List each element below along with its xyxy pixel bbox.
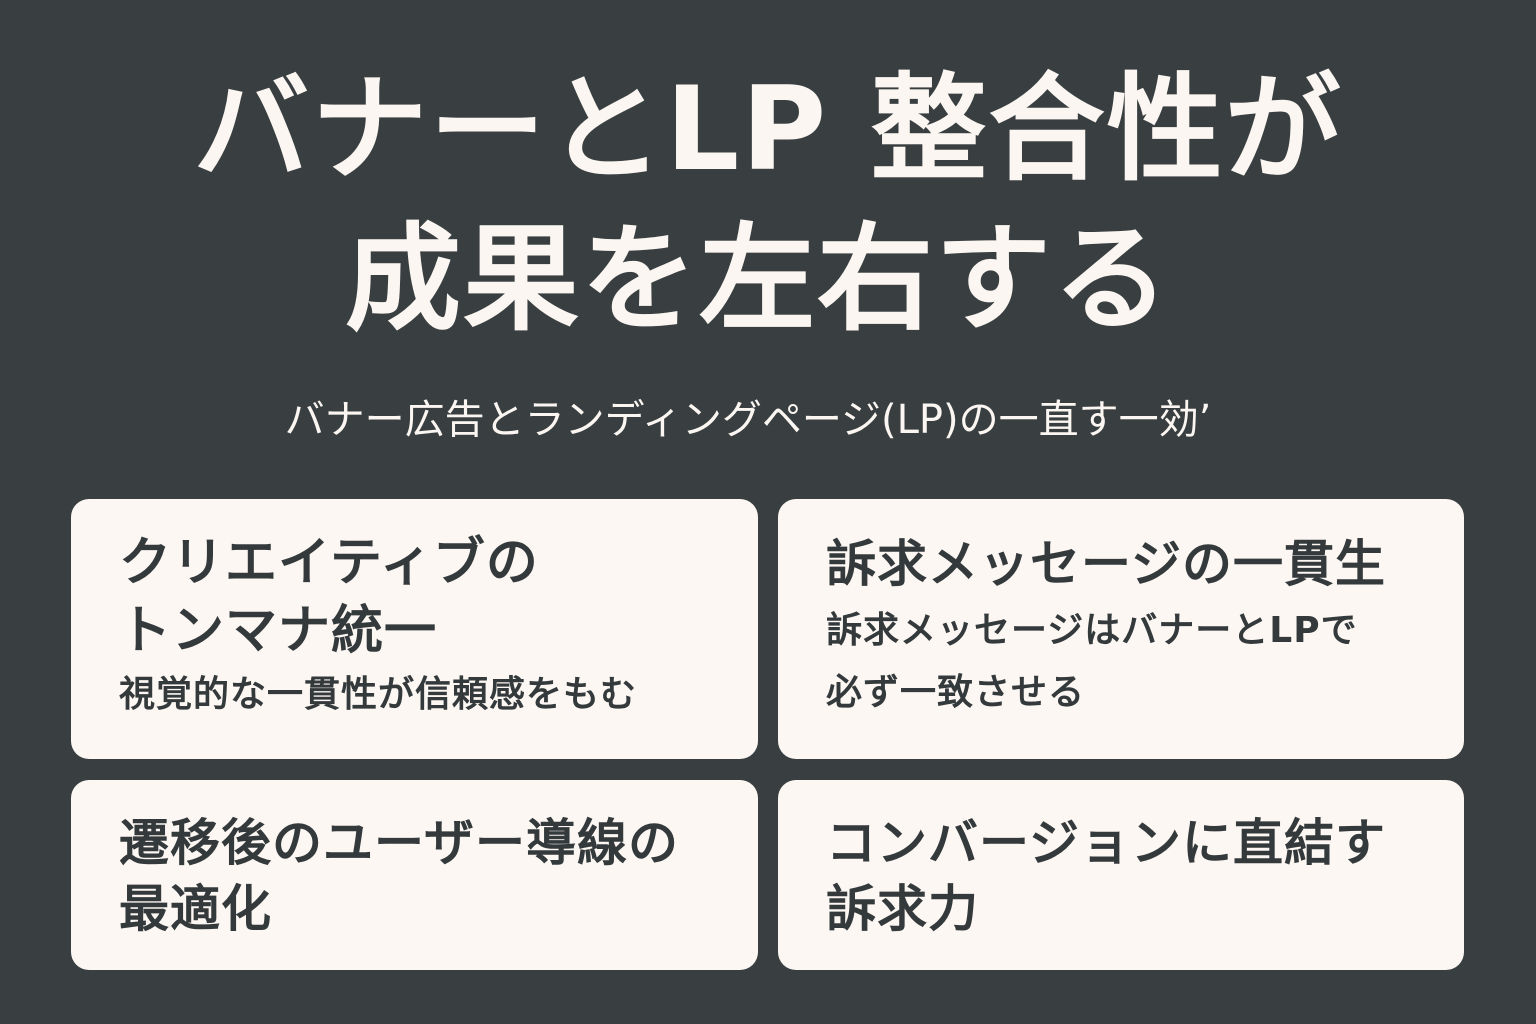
card-title-line-1: クリエイティブの <box>119 533 539 593</box>
card-description-line-1: 訴求メッセージはバナーとLPで <box>826 610 1358 651</box>
card-title-line-1: コンバージョンに直結す <box>826 814 1386 872</box>
card-title-line-2: 最適化 <box>119 880 272 938</box>
card-title-line-1: 遷移後のユーザー導線の <box>119 814 679 872</box>
card-user-flow-optimization: 遷移後のユーザー導線の 最適化 <box>71 780 758 970</box>
card-title-line-2: 訴求力 <box>826 880 979 938</box>
card-title-line-2: トンマナ統一 <box>119 601 438 661</box>
page-title-line-1: バナーとLP 整合性が <box>193 62 1343 197</box>
card-creative-tone-unification: クリエイティブの トンマナ統一 視覚的な一貫性が信頼感をもむ <box>71 499 758 759</box>
card-description-line-2: 必ず一致させる <box>826 672 1086 713</box>
card-description: 視覚的な一貫性が信頼感をもむ <box>119 674 638 715</box>
page-title-line-2: 成果を左右する <box>345 212 1171 347</box>
page-subtitle: バナー広告とランディングページ(LP)の一直す一効’ <box>284 397 1212 443</box>
card-title-line-1: 訴求メッセージの一貫生 <box>826 535 1386 593</box>
card-conversion-appeal: コンバージョンに直結す 訴求力 <box>778 780 1464 970</box>
card-message-consistency: 訴求メッセージの一貫生 訴求メッセージはバナーとLPで 必ず一致させる <box>778 499 1464 759</box>
